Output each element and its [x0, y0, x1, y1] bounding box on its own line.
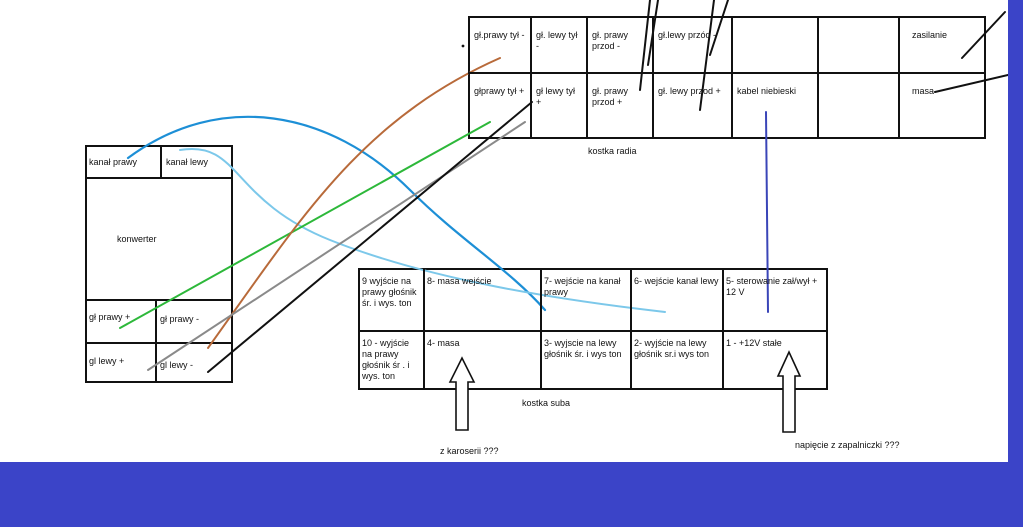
converter-channel-right: kanał prawy [89, 157, 138, 167]
radio-pin-top-7: zasilanie [912, 30, 948, 40]
converter-divider-top [85, 145, 233, 179]
radio-connector [468, 16, 986, 139]
converter-divider-low2 [85, 342, 233, 344]
radio-grid-vline [652, 16, 654, 139]
wire-radio-stub-1 [639, 0, 651, 91]
sub-pin-top-3: 7- wejście na kanał prawy [544, 276, 621, 297]
converter-box [85, 145, 233, 383]
converter-title: konwerter [117, 234, 157, 244]
radio-pin-bottom-7: masa [912, 86, 935, 96]
radio-grid-vline [586, 16, 588, 139]
converter-divider-vert [155, 299, 157, 383]
sub-pin-bottom-4: 2- wyjście na lewy głośnik sr.i wys ton [634, 338, 710, 359]
wire-gray [147, 121, 526, 371]
radio-grid-hline [468, 72, 986, 74]
radio-grid-vline [898, 16, 900, 139]
dot-mark [461, 44, 465, 48]
wire-green [119, 121, 491, 329]
sub-pin-top-2: 8- masa wejście [427, 276, 492, 286]
converter-divider-low [85, 299, 233, 301]
converter-right-minus: gł prawy - [160, 314, 200, 324]
sub-connector [358, 268, 828, 390]
radio-pin-top-2: gł. lewy tył - [536, 30, 578, 51]
wire-power-stub [961, 11, 1006, 59]
wire-blue-channel-right [126, 115, 547, 312]
wire-radio-stub-4 [709, 0, 729, 56]
wiring-overlay [119, 0, 1008, 433]
converter-right-plus: gł prawy + [89, 312, 131, 322]
radio-pin-top-4: gł.lewy przód - [658, 30, 717, 40]
annotation-body-ground: z karoserii ??? [440, 446, 499, 456]
sub-pin-bottom-3: 3- wyjscie na lewy głośnik śr. i wys ton [544, 338, 622, 359]
sub-pin-top-5: 5- sterowanie zał/wył + 12 V [726, 276, 818, 297]
radio-pin-bottom-4: gł. lewy przod + [658, 86, 721, 96]
sub-pin-bottom-5: 1 - +12V stałe [726, 338, 782, 348]
wire-lightblue-channel-left [179, 147, 666, 313]
radio-pin-bottom-5: kabel niebieski [737, 86, 797, 96]
converter-left-plus: gl lewy + [89, 356, 125, 366]
sub-pin-bottom-2: 4- masa [427, 338, 460, 348]
radio-grid-vline [731, 16, 733, 139]
sub-grid-vline [630, 268, 632, 390]
converter-channel-left: kanał lewy [166, 157, 209, 167]
wire-brown [207, 57, 501, 349]
radio-grid-vline [530, 16, 532, 139]
wire-navy-remote [765, 111, 769, 313]
arrow-lighter-voltage [776, 350, 802, 433]
annotation-lighter-voltage: napięcie z zapalniczki ??? [795, 440, 900, 450]
sub-grid-vline [423, 268, 425, 390]
sub-pin-top-1: 9 wyjście na prawy głośnik śr. i wys. to… [362, 276, 417, 308]
sub-connector-caption: kostka suba [522, 398, 571, 408]
wire-ground-stub [934, 74, 1008, 93]
radio-grid-vline [817, 16, 819, 139]
converter-left-minus: gl lewy - [160, 360, 194, 370]
diagram-canvas: kostka radia kanał prawy kanał lewy konw… [0, 0, 1008, 462]
radio-pin-top-3: gł. prawy przod - [592, 30, 629, 51]
sub-pin-top-4: 6- wejście kanał lewy [634, 276, 719, 286]
radio-pin-bottom-2: gł lewy tył + [536, 86, 576, 107]
sub-grid-vline [722, 268, 724, 390]
radio-connector-caption: kostka radia [588, 146, 637, 156]
radio-pin-top-1: gł.prawy tył - [474, 30, 525, 40]
converter-divider-mid [160, 145, 162, 179]
radio-pin-bottom-1: głprawy tył + [474, 86, 525, 96]
sub-grid-hline [358, 330, 828, 332]
arrow-body-ground [448, 356, 476, 431]
sub-pin-bottom-1: 10 - wyjście na prawy głośnik śr . i wys… [362, 338, 410, 381]
wire-black [207, 101, 533, 373]
radio-pin-bottom-3: gł. prawy przod + [592, 86, 629, 107]
sub-grid-vline [540, 268, 542, 390]
wire-radio-stub-3 [699, 0, 715, 111]
